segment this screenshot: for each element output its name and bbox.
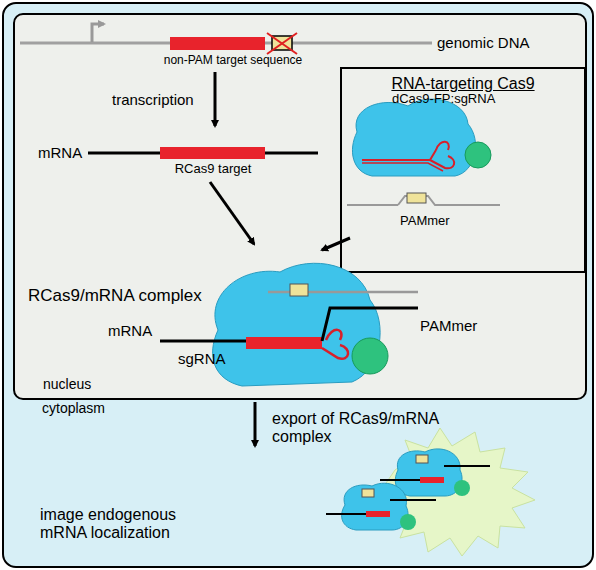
dcas9-complex [347, 99, 500, 205]
text-label: sgRNA [178, 350, 238, 367]
rcas9-mrna-complex [160, 263, 418, 386]
node-label: nucleus [43, 376, 163, 392]
imaging-glow [326, 428, 535, 556]
text-label: non-PAM target sequence [148, 54, 318, 68]
text-label: mRNA [108, 322, 168, 339]
text-label: image endogenous mRNA localization [40, 506, 190, 543]
text-label: transcription [112, 91, 212, 108]
join-arrow [210, 182, 254, 244]
join-arrow [322, 238, 350, 250]
export-arrow [254, 402, 257, 446]
text-label: dCas9-FP:sgRNA [392, 92, 532, 107]
text-label: RCas9 target [158, 162, 268, 177]
text-label: PAMmer [420, 317, 500, 334]
node-label: cytoplasm [42, 400, 162, 416]
text-label: PAMmer [400, 214, 480, 229]
mrna [88, 147, 318, 159]
genomic-dna [20, 24, 432, 54]
node-label: RNA-targeting Cas9 [342, 75, 584, 93]
text-label: genomic DNA [437, 34, 557, 51]
nucleus-compartment: nucleus RNA-targeting Cas9 [13, 13, 587, 400]
text-label: RCas9/mRNA complex [28, 286, 258, 306]
text-label: export of RCas9/mRNA complex [272, 410, 452, 447]
transcription-arrow [214, 72, 217, 126]
text-label: mRNA [38, 144, 88, 161]
